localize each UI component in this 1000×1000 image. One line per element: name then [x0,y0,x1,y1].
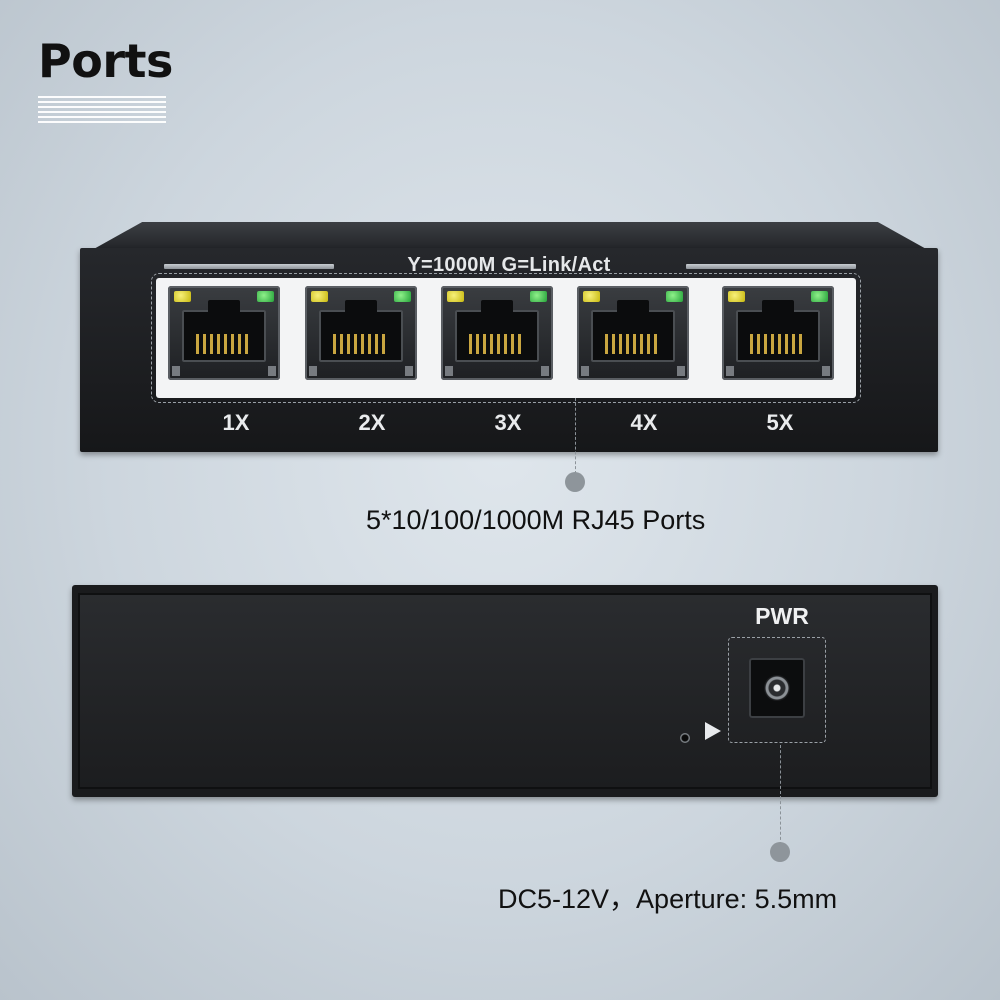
led-yellow-icon [583,291,600,302]
port-label-5: 5X [766,410,794,435]
rj45-socket [319,300,403,362]
rj45-socket [736,300,820,362]
rj45-socket [591,300,675,362]
ports-callout-line [575,398,576,474]
led-yellow-icon [728,291,745,302]
rj45-port-4[interactable] [577,286,689,380]
rj45-port-2[interactable] [305,286,417,380]
ports-callout-text: 5*10/100/1000M RJ45 Ports [366,505,706,535]
led-yellow-icon [447,291,464,302]
rj45-port-1[interactable] [168,286,280,380]
led-green-icon [666,291,683,302]
led-yellow-icon [174,291,191,302]
led-green-icon [394,291,411,302]
rj45-port-strip [151,273,861,403]
heading-underline-decoration [38,96,166,124]
led-green-icon [530,291,547,302]
led-legend: Y=1000M G=Link/Act [407,254,611,276]
panel-decor-line-right [686,264,856,269]
rj45-port-3[interactable] [441,286,553,380]
switch-back-panel: PWR [72,585,938,797]
port-label-2: 2X [358,410,386,435]
power-callout-dot [770,842,790,862]
dc-power-jack[interactable] [749,658,805,718]
rj45-port-5[interactable] [722,286,834,380]
reset-pinhole-icon[interactable] [680,733,690,743]
power-callout-line [780,745,781,845]
led-green-icon [811,291,828,302]
rj45-socket [455,300,539,362]
panel-decor-line-left [164,264,334,269]
led-green-icon [257,291,274,302]
power-jack-frame [728,637,826,743]
rj45-socket [182,300,266,362]
switch-front-panel: Y=1000M G=Link/Act [80,248,938,452]
led-yellow-icon [311,291,328,302]
arrow-right-icon [705,722,721,740]
power-callout-text: DC5-12V，Aperture: 5.5mm [498,884,838,914]
switch-top-edge [92,222,928,250]
ports-callout-dot [565,472,585,492]
page-heading: Ports [38,34,173,88]
port-label-1: 1X [222,410,250,435]
port-label-3: 3X [494,410,522,435]
port-label-4: 4X [630,410,658,435]
power-label: PWR [755,603,809,629]
